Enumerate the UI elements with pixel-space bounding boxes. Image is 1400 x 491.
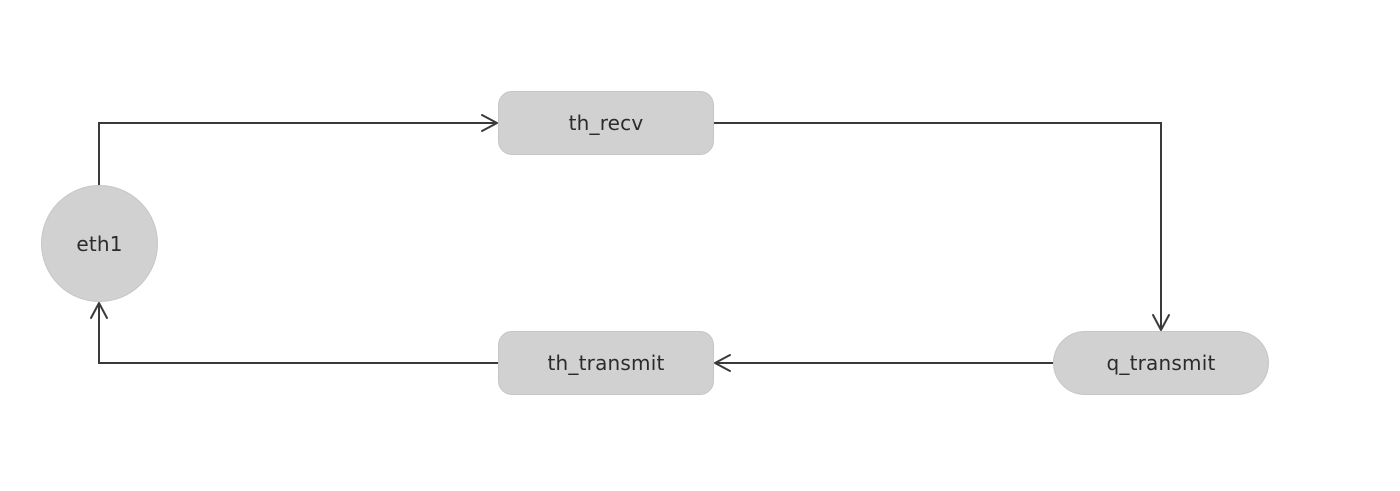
- edge-line: [714, 122, 1162, 330]
- edge-q-transmit-to-th-transmit: [714, 354, 1053, 372]
- node-eth1: eth1: [41, 185, 158, 302]
- edge-eth1-to-th-recv: [98, 114, 498, 185]
- edge-line: [98, 303, 498, 364]
- arrowhead-left-icon: [714, 354, 731, 372]
- arrowhead-down-icon: [1152, 314, 1170, 331]
- node-label: eth1: [76, 231, 123, 256]
- arrowhead-right-icon: [481, 114, 498, 132]
- node-label: q_transmit: [1106, 351, 1216, 375]
- node-th-transmit: th_transmit: [498, 331, 714, 395]
- edge-line: [98, 122, 497, 185]
- edge-th-transmit-to-eth1: [90, 302, 498, 364]
- node-label: th_transmit: [547, 351, 665, 375]
- edge-th-recv-to-q-transmit: [714, 122, 1170, 331]
- arrowhead-up-icon: [90, 302, 108, 319]
- node-th-recv: th_recv: [498, 91, 714, 155]
- node-label: th_recv: [568, 111, 644, 135]
- node-q-transmit: q_transmit: [1053, 331, 1269, 395]
